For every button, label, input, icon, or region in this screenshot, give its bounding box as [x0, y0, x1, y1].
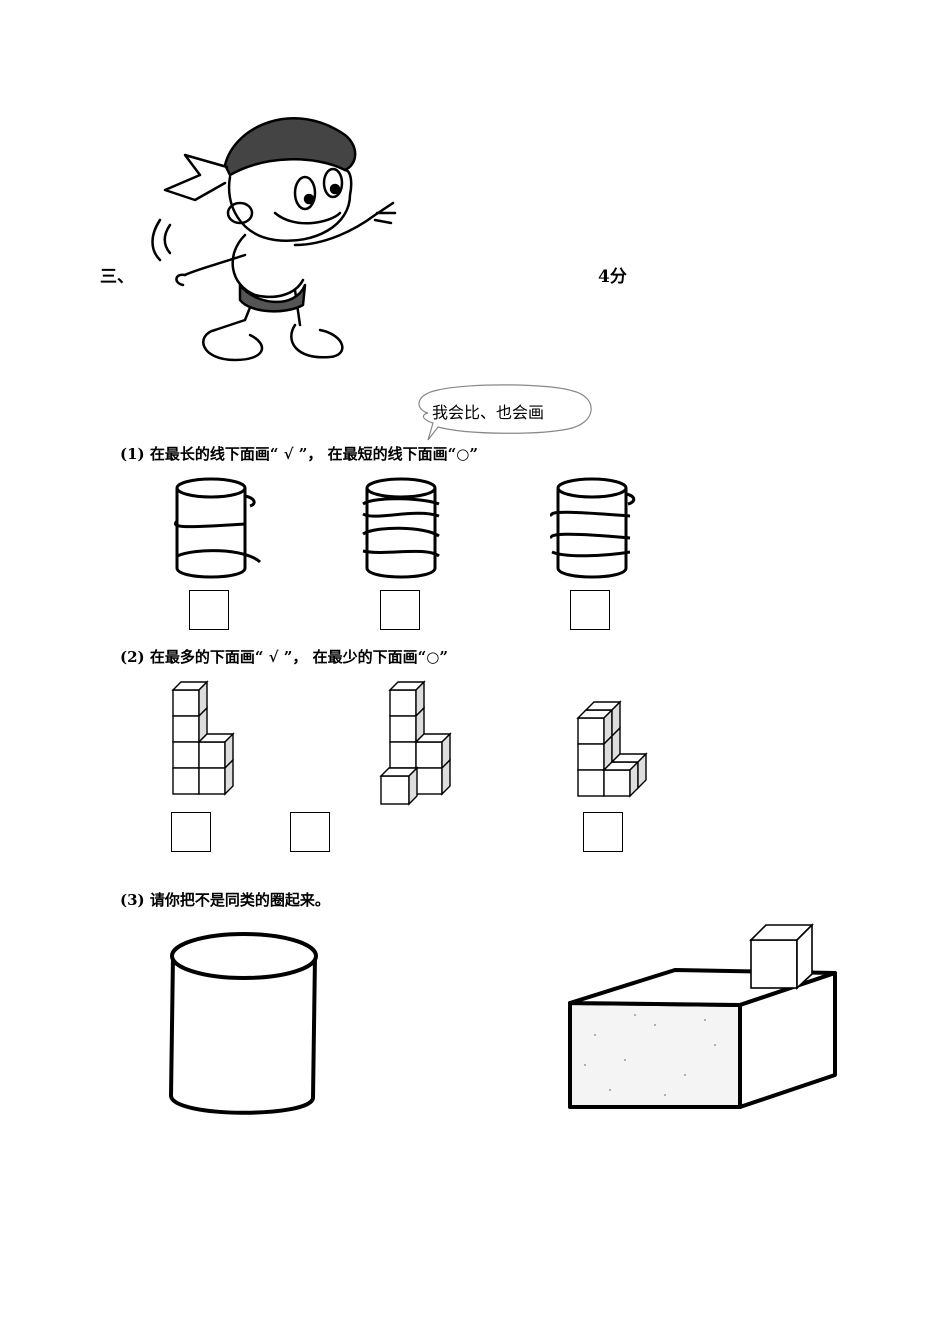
section-number: 三、 [100, 267, 134, 287]
answer-box-2-3[interactable] [583, 812, 623, 852]
cube-shape[interactable] [748, 922, 818, 992]
cuboid-shape[interactable] [565, 965, 845, 1115]
speech-bubble-shape [418, 384, 592, 441]
cartoon-boy-pointing-icon [151, 117, 397, 362]
answer-box-2-2[interactable] [290, 812, 330, 852]
answer-box-1-1[interactable] [189, 590, 229, 630]
cylinder-shape[interactable] [163, 928, 323, 1123]
question-1-label: (1) 在最长的线下面画“ √ ”， 在最短的线下面画“○” [120, 445, 478, 463]
answer-box-2-1[interactable] [171, 812, 211, 852]
wrapped-cylinder-3 [549, 477, 636, 579]
answer-box-1-2[interactable] [380, 590, 420, 630]
cube-stack-a [171, 680, 235, 796]
question-2-label: (2) 在最多的下面画“ √ ”， 在最少的下面画“○” [120, 648, 448, 666]
wrapped-cylinder-1 [174, 477, 262, 579]
speech-bubble-text: 我会比、也会画 [432, 403, 545, 422]
cube-stack-c [576, 700, 648, 798]
wrapped-cylinder-2 [362, 477, 440, 579]
section-score: 4分 [598, 267, 627, 287]
cube-stack-b [379, 680, 452, 806]
answer-box-1-3[interactable] [570, 590, 610, 630]
question-3-label: (3) 请你把不是同类的圈起来。 [120, 891, 330, 909]
